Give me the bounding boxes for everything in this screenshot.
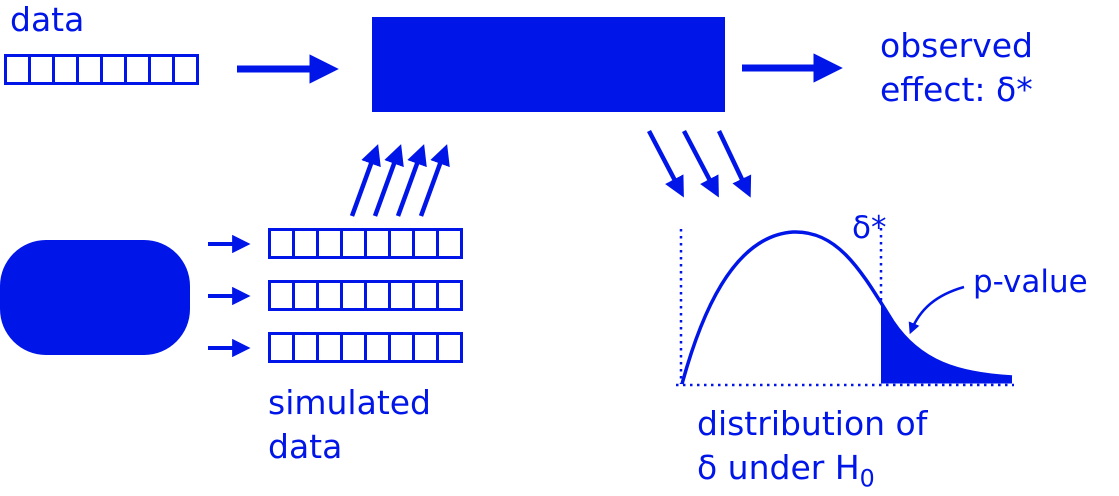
- array-cell: [412, 228, 439, 259]
- simulated-array-strip-3: [268, 332, 463, 363]
- array-cell: [292, 280, 319, 311]
- array-cell: [4, 54, 31, 85]
- p-value-tail-fill: [881, 302, 1012, 384]
- array-cell: [388, 332, 415, 363]
- distribution-caption-line2-main: δ under H: [697, 447, 860, 487]
- p-value-label: p-value: [973, 264, 1088, 300]
- delta-star-label: δ*: [852, 210, 887, 246]
- observed-effect-caption: observed effect: δ*: [880, 24, 1033, 111]
- model-blob: [0, 240, 190, 355]
- array-cell: [364, 228, 391, 259]
- distribution-caption-line1: distribution of: [697, 404, 928, 443]
- observed-effect-line1: observed: [880, 26, 1033, 65]
- array-cell: [364, 332, 391, 363]
- array-cell: [268, 280, 295, 311]
- h0-subscript: 0: [859, 464, 875, 493]
- array-cell: [52, 54, 79, 85]
- p-value-callout-line: [908, 285, 965, 335]
- array-cell: [268, 332, 295, 363]
- distribution-caption-line2: δ under H0: [697, 446, 927, 495]
- test-statistic-box: [372, 17, 725, 112]
- array-cell: [436, 228, 463, 259]
- distribution-curve: [680, 230, 1013, 385]
- array-cell: [316, 228, 343, 259]
- array-cell: [412, 280, 439, 311]
- simulated-data-caption: simulated data: [268, 381, 431, 468]
- distribution-plot: [676, 228, 1014, 387]
- array-cell: [412, 332, 439, 363]
- array-cell: [340, 228, 367, 259]
- array-cell: [364, 280, 391, 311]
- simulated-array-strip-2: [268, 280, 463, 311]
- simulated-to-box-arrows: [349, 144, 450, 217]
- data-array-strip: [4, 54, 199, 85]
- array-cell: [100, 54, 127, 85]
- simulated-data-line2: data: [268, 426, 343, 466]
- array-cell: [436, 280, 463, 311]
- array-cell: [292, 332, 319, 363]
- array-cell: [148, 54, 175, 85]
- observed-effect-line2: effect: δ*: [880, 69, 1033, 109]
- array-cell: [388, 228, 415, 259]
- array-cell: [28, 54, 55, 85]
- array-cell: [340, 332, 367, 363]
- array-cell: [436, 332, 463, 363]
- box-to-distribution-arrows: [647, 129, 752, 198]
- simulated-array-strip-1: [268, 228, 463, 259]
- array-cell: [172, 54, 199, 85]
- array-cell: [316, 280, 343, 311]
- array-cell: [124, 54, 151, 85]
- array-cell: [268, 228, 295, 259]
- simulated-data-line1: simulated: [268, 383, 432, 422]
- array-cell: [292, 228, 319, 259]
- array-cell: [316, 332, 343, 363]
- distribution-caption: distribution of δ under H0: [697, 402, 927, 495]
- array-cell: [340, 280, 367, 311]
- array-cell: [388, 280, 415, 311]
- data-label: data: [10, 0, 85, 39]
- array-cell: [76, 54, 103, 85]
- blob-to-strip-arrows: [208, 234, 251, 358]
